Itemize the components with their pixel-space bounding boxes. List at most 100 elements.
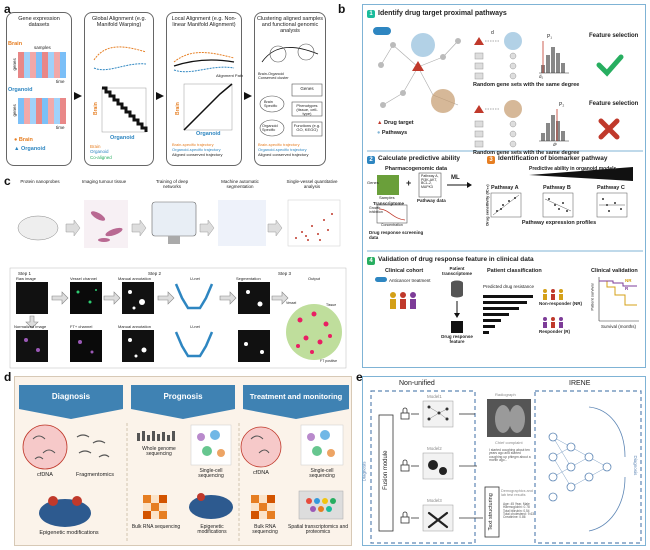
- panel-e: Non-unified IRENE Model1 Model2 Model3 F…: [362, 376, 646, 546]
- s4-cluster-2: [297, 43, 315, 61]
- s2-brain-curve: [93, 46, 147, 61]
- step2-pathway-list: Pathway A, PI3K-AKT, BCL-2, MAPK3: [421, 174, 439, 190]
- c-vessel-label: Vessel: [286, 301, 297, 305]
- panel-e-graphics: [370, 390, 642, 544]
- tools-icon: [427, 511, 449, 529]
- step2-ml: ML: [451, 175, 460, 181]
- irene-network: [552, 436, 608, 488]
- c-lower-arrows: [25, 291, 289, 329]
- s3-matrix: [183, 83, 233, 131]
- computer-stand: [168, 236, 180, 244]
- d-spatial: Spatial transcriptomics and proteomics: [287, 524, 349, 536]
- d-cfdna-1: cfDNA: [37, 472, 53, 478]
- arrow-a1: [74, 92, 82, 100]
- bulk-heatmap-2: [251, 495, 275, 519]
- c-ft-label: FT positive: [320, 359, 338, 363]
- s3-legend-1: Brain-specific trajectory: [172, 142, 214, 147]
- dc-label: dᶜ: [553, 142, 558, 147]
- nn-nodes: [427, 405, 449, 421]
- step3-pb: Pathway B: [543, 185, 571, 191]
- random-sets-1: [474, 52, 517, 80]
- step2-samples: Samples: [379, 195, 395, 200]
- legend-drug-target: ▲ Drug target: [377, 120, 414, 127]
- cfdna-circle-1: [22, 424, 68, 470]
- s4-legend: Brain-specific trajectory Organoid-speci…: [258, 142, 308, 157]
- step4-validation: Clinical validation: [591, 268, 638, 274]
- step4-classification: Patient classification: [487, 268, 542, 274]
- d-bulk-1: Bulk RNA sequencing: [131, 524, 181, 530]
- irene-arc: [588, 406, 626, 458]
- c-step3: Step 3: [278, 271, 292, 276]
- raw-image: [16, 282, 48, 314]
- c-top-4: Machine automatic segmentation: [221, 179, 259, 189]
- cfdna-strands-2: [250, 435, 270, 454]
- epi-dna-1: [39, 499, 91, 527]
- e-complaint-text: I started coughing about ten years ago a…: [489, 448, 531, 463]
- stage4-box: [254, 12, 326, 166]
- stage2-title: Global Alignment (e.g. Manifold Warping): [91, 16, 147, 28]
- epi-mark-2: [72, 496, 82, 506]
- e-model2: Model2: [427, 446, 442, 451]
- s4-pheno-box: [291, 101, 323, 117]
- e-model3: Model3: [427, 498, 442, 503]
- drug-pill: [373, 27, 391, 35]
- step4-r: Responder (R): [539, 329, 571, 334]
- epi-mark-1: [48, 496, 58, 506]
- e-demo-text: Age: 45 Year, Male Haemoglobin: 0.78 Tot…: [503, 502, 535, 520]
- arrow-a2: [156, 92, 164, 100]
- e-diagnosis-right: Diagnosis: [633, 455, 639, 476]
- r-people: [543, 317, 563, 328]
- sc-dots-1: [197, 430, 225, 457]
- s3-legend-3: Aligned conserved trajectory: [172, 152, 223, 157]
- step2-transcriptome: Transcriptome: [373, 201, 405, 206]
- stage4-title: Clustering aligned samples and functiona…: [256, 16, 324, 34]
- row1-target: [474, 37, 484, 45]
- c-ft: FT+ channel: [70, 324, 93, 329]
- step2-genes: Genes: [367, 180, 379, 185]
- seg-image-2: [238, 330, 270, 362]
- organoid-heatmap: [18, 98, 66, 124]
- unet-2: [174, 331, 214, 358]
- output-dots: [296, 311, 332, 354]
- s3-path: [183, 83, 233, 131]
- step4-title: Validation of drug response feature in c…: [378, 256, 534, 263]
- d-wgs: Whole genome sequencing: [142, 446, 176, 458]
- c-manual-1: Manual annotation: [118, 276, 151, 281]
- histogram-1: [541, 47, 565, 73]
- stage1-time-label-2: time: [56, 125, 65, 130]
- s2-staircase: [102, 86, 148, 132]
- step3-predictive: Predictive ability in organoid models: [529, 166, 617, 172]
- d-diagnosis: Diagnosis: [51, 392, 91, 401]
- arrow-a3: [244, 92, 252, 100]
- step3-number: 3: [487, 156, 495, 164]
- stage2-box: [84, 12, 154, 166]
- legend-drug-target-text: Drug target: [383, 120, 414, 126]
- histogram-2: [541, 115, 565, 141]
- c-top-5: Single-vessel quantitative analysis: [286, 179, 338, 189]
- survival-plot: [598, 277, 639, 322]
- random-label-2: Random gene sets with the same degree: [473, 150, 580, 156]
- lung-right: [509, 405, 525, 433]
- lung-left: [495, 405, 511, 433]
- step4-ps: Patient survival: [589, 283, 595, 311]
- step4-transcriptome: Patient transcriptome: [441, 266, 472, 276]
- legend-pathways-icon: ●: [377, 130, 381, 136]
- epi-mark-3: [197, 493, 205, 501]
- c-top-1: Protein nanoprobes: [20, 179, 60, 184]
- c-top-2: Imaging tumour tissue: [81, 179, 127, 184]
- c-normalized: Normalized image: [14, 324, 47, 329]
- diagnosis-banner: [19, 385, 123, 419]
- s4-curve: [261, 47, 319, 63]
- e-irene: IRENE: [569, 380, 591, 387]
- d-label: d: [491, 30, 494, 36]
- c-tissue-label: Tissue: [326, 303, 337, 307]
- s4-phenotypes: Phenotypes (tissue, cell-type): [296, 103, 318, 117]
- panel-c-graphics: [9, 199, 347, 369]
- d-epi-1: Epigenetic modifications: [39, 530, 99, 536]
- step2-title: Calculate predictive ability: [378, 155, 461, 162]
- seg-image-1: [238, 282, 270, 314]
- c-step2: Step 2: [148, 271, 162, 276]
- step2-growth: Growth inhibition: [369, 206, 383, 214]
- c-top-3: Training of deep networks: [155, 179, 189, 189]
- e-text-structuring: Text structuring: [488, 493, 495, 531]
